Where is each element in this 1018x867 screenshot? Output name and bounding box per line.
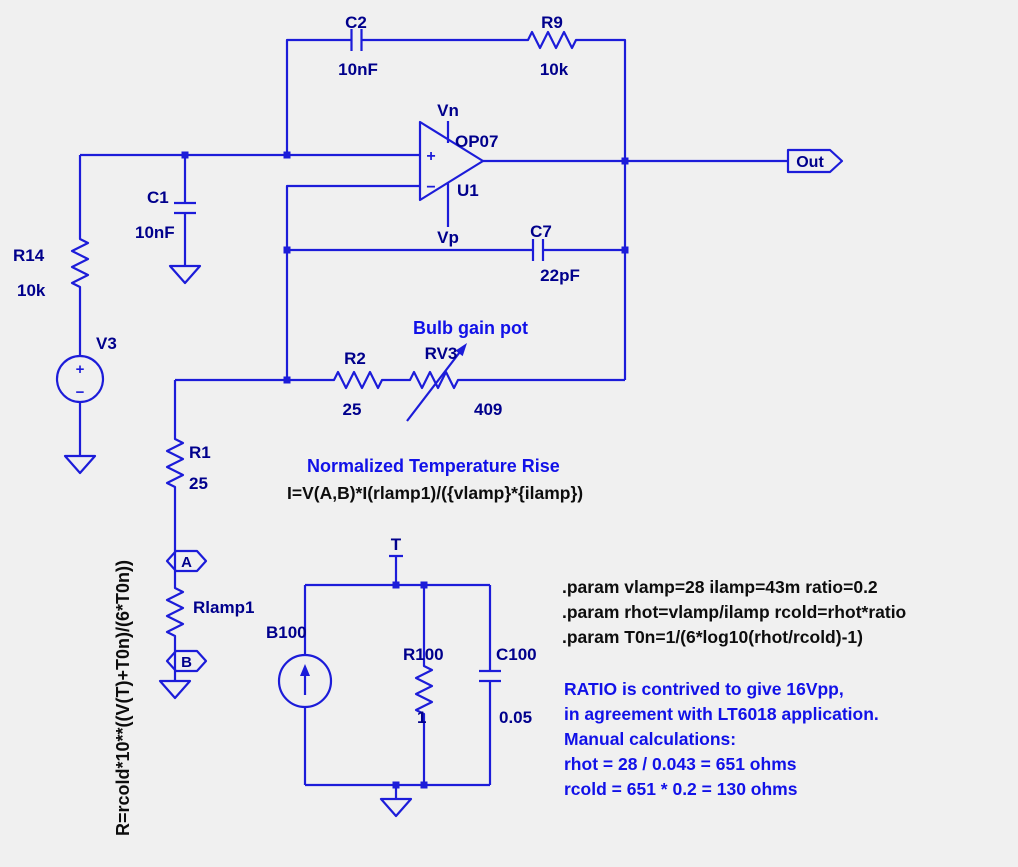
component-part[interactable]: OP07 [455,132,498,151]
net-label[interactable]: A [181,554,192,571]
net-flag-b[interactable]: B [165,649,208,673]
net-label-t[interactable]: T [391,535,402,554]
pot-arrow-head [455,343,467,357]
pot-arrow-shaft [406,347,464,422]
component-label[interactable]: RV3 [425,344,458,363]
opamp-plus-input: + [426,148,435,165]
ground-symbol[interactable] [63,454,97,475]
capacitor-symbol [172,201,198,215]
resistor-symbol [328,370,388,390]
net-label[interactable]: B [181,654,192,671]
current-source-symbol [277,653,333,709]
flag-hexagon [165,549,208,573]
component-value[interactable]: 10nF [135,223,175,242]
temp-rise-title[interactable]: Normalized Temperature Rise [307,456,560,476]
component-label[interactable]: B100 [266,623,307,642]
component-label[interactable]: R9 [541,13,563,32]
component-value[interactable]: 10k [540,60,569,79]
comment-line[interactable]: rcold = 651 * 0.2 = 130 ohms [564,779,798,799]
component-value[interactable]: 409 [474,400,502,419]
rlamp-formula-text[interactable]: R=rcold*10**((V(T)+T0n)/(6*T0n)) [113,560,133,836]
ground-symbol[interactable] [158,679,192,700]
component-label[interactable]: C1 [147,188,169,207]
comment-line[interactable]: Manual calculations: [564,729,736,749]
flag-hexagon [165,649,208,673]
ground-symbol[interactable] [168,264,202,285]
net-label[interactable]: T [391,535,402,554]
ground-symbol[interactable] [379,797,413,818]
bulb-gain-pot-comment[interactable]: Bulb gain pot [413,318,528,338]
component-r2[interactable]: R2 25 [328,349,388,419]
component-value[interactable]: 22pF [540,266,580,285]
out-port[interactable]: Out [786,148,844,174]
component-label[interactable]: R2 [344,349,366,368]
param-directive[interactable]: .param vlamp=28 ilamp=43m ratio=0.2 [562,577,878,597]
component-value[interactable]: 10nF [338,60,378,79]
component-label[interactable]: R100 [403,645,444,664]
spice-directives[interactable]: .param vlamp=28 ilamp=43m ratio=0.2 .par… [562,577,906,647]
component-value[interactable]: 10k [17,281,46,300]
comment-line[interactable]: RATIO is contrived to give 16Vpp, [564,679,844,699]
component-label[interactable]: V3 [96,334,117,353]
component-label[interactable]: C7 [530,222,552,241]
source-b100[interactable]: B100 [266,623,333,709]
component-c2[interactable]: C2 10nF [338,13,378,79]
component-label[interactable]: Rlamp1 [193,598,254,617]
opamp-minus-input: − [426,179,435,196]
component-c1[interactable]: C1 10nF [135,188,198,242]
supply-pin-label[interactable]: Vp [437,228,459,247]
component-r14[interactable]: R14 10k [13,233,90,300]
plus-mark: + [76,361,85,378]
param-directive[interactable]: .param T0n=1/(6*log10(rhot/rcold)-1) [562,627,863,647]
opamp-u1[interactable]: + − Vn OP07 U1 Vp [418,101,498,247]
supply-pin-label[interactable]: Vn [437,101,459,120]
capacitor-symbol [350,27,363,53]
net-flag-a[interactable]: A [165,549,208,573]
component-r9[interactable]: R9 10k [522,13,582,79]
port-label[interactable]: Out [796,154,824,171]
potentiometer-rv3[interactable]: RV3 409 [404,343,502,422]
resistor-symbol [165,433,185,493]
resistor-symbol [522,30,582,50]
comment-line[interactable]: in agreement with LT6018 application. [564,704,879,724]
current-arrow-head [300,664,310,676]
opamp-triangle [418,120,485,202]
component-r100[interactable]: R100 1 [403,645,444,727]
comment-block[interactable]: RATIO is contrived to give 16Vpp, in agr… [564,679,879,799]
component-c7[interactable]: C7 22pF [530,222,580,285]
component-r1[interactable]: R1 25 [165,433,211,493]
resistor-symbol [70,233,90,293]
component-value[interactable]: 25 [189,474,208,493]
component-value[interactable]: 25 [343,400,362,419]
comment-line[interactable]: rhot = 28 / 0.043 = 651 ohms [564,754,797,774]
port-outline [786,148,844,174]
minus-mark: − [76,384,85,401]
source-v3[interactable]: + − V3 [55,334,117,404]
component-value[interactable]: 0.05 [499,708,532,727]
capacitor-symbol [531,237,545,263]
temp-rise-formula[interactable]: I=V(A,B)*I(rlamp1)/({vlamp}*{ilamp}) [287,483,583,503]
capacitor-symbol [477,669,503,683]
component-value[interactable]: 1 [417,708,426,727]
component-label[interactable]: C100 [496,645,537,664]
component-rlamp1[interactable]: Rlamp1 [165,582,254,642]
component-label[interactable]: U1 [457,181,479,200]
component-c100[interactable]: C100 0.05 [477,645,537,727]
component-label[interactable]: R1 [189,443,211,462]
voltage-source-symbol [55,354,105,404]
param-directive[interactable]: .param rhot=vlamp/ilamp rcold=rhot*ratio [562,602,906,622]
resistor-symbol [165,582,185,642]
component-label[interactable]: R14 [13,246,45,265]
component-label[interactable]: C2 [345,13,367,32]
